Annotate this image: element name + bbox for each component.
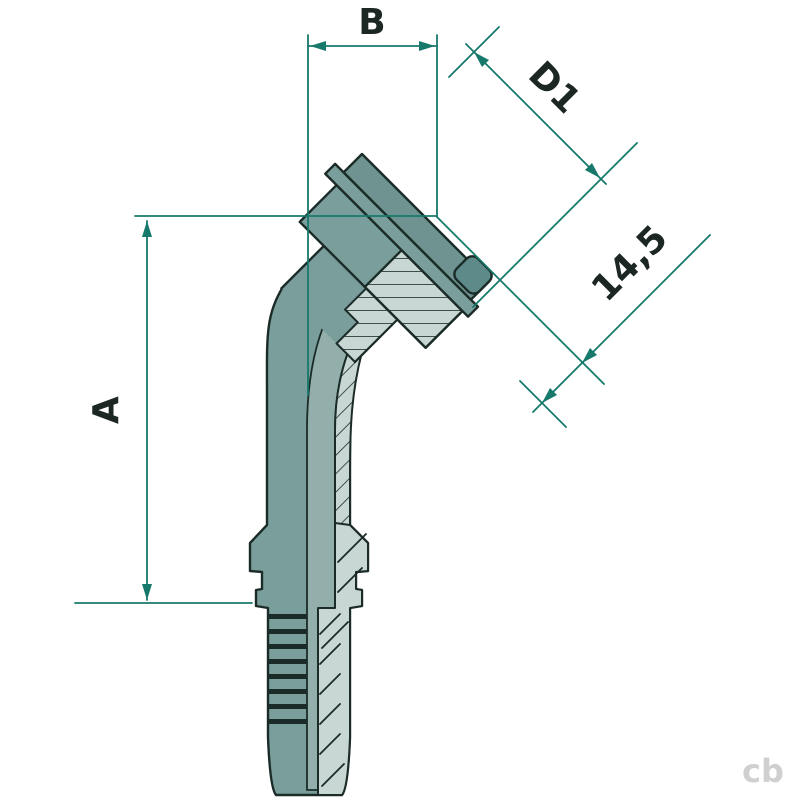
dim145-dim-line bbox=[532, 234, 711, 413]
label-145: 14,5 bbox=[584, 218, 676, 310]
label-a: A bbox=[86, 396, 127, 424]
label-d1: D1 bbox=[520, 54, 588, 122]
barb-ribs bbox=[268, 614, 307, 724]
dimension-145 bbox=[436, 216, 711, 428]
dim145-ext-face bbox=[436, 216, 605, 385]
barb-serrations bbox=[319, 613, 345, 787]
collar-section-lines bbox=[321, 533, 367, 649]
d1-arrow-bottom bbox=[585, 163, 600, 178]
label-b: B bbox=[358, 2, 385, 43]
fitting-body bbox=[248, 152, 493, 797]
a-arrow-down bbox=[142, 584, 152, 600]
d1-arrow-top bbox=[474, 52, 489, 67]
dimension-b bbox=[307, 34, 438, 396]
a-arrow-up bbox=[142, 221, 152, 237]
flange-neck-section-hatch bbox=[336, 288, 398, 362]
d1-dim-line bbox=[465, 43, 607, 185]
b-arrow-right bbox=[419, 41, 435, 51]
watermark-cb: cb bbox=[742, 752, 784, 790]
dim145-ext-back bbox=[519, 380, 567, 428]
b-arrow-left bbox=[310, 41, 326, 51]
flange-head bbox=[280, 152, 493, 364]
dim145-arrow-1 bbox=[582, 348, 597, 363]
dim145-arrow-2 bbox=[542, 388, 557, 403]
dimension-annotations bbox=[74, 26, 711, 604]
dimension-a bbox=[74, 215, 438, 604]
